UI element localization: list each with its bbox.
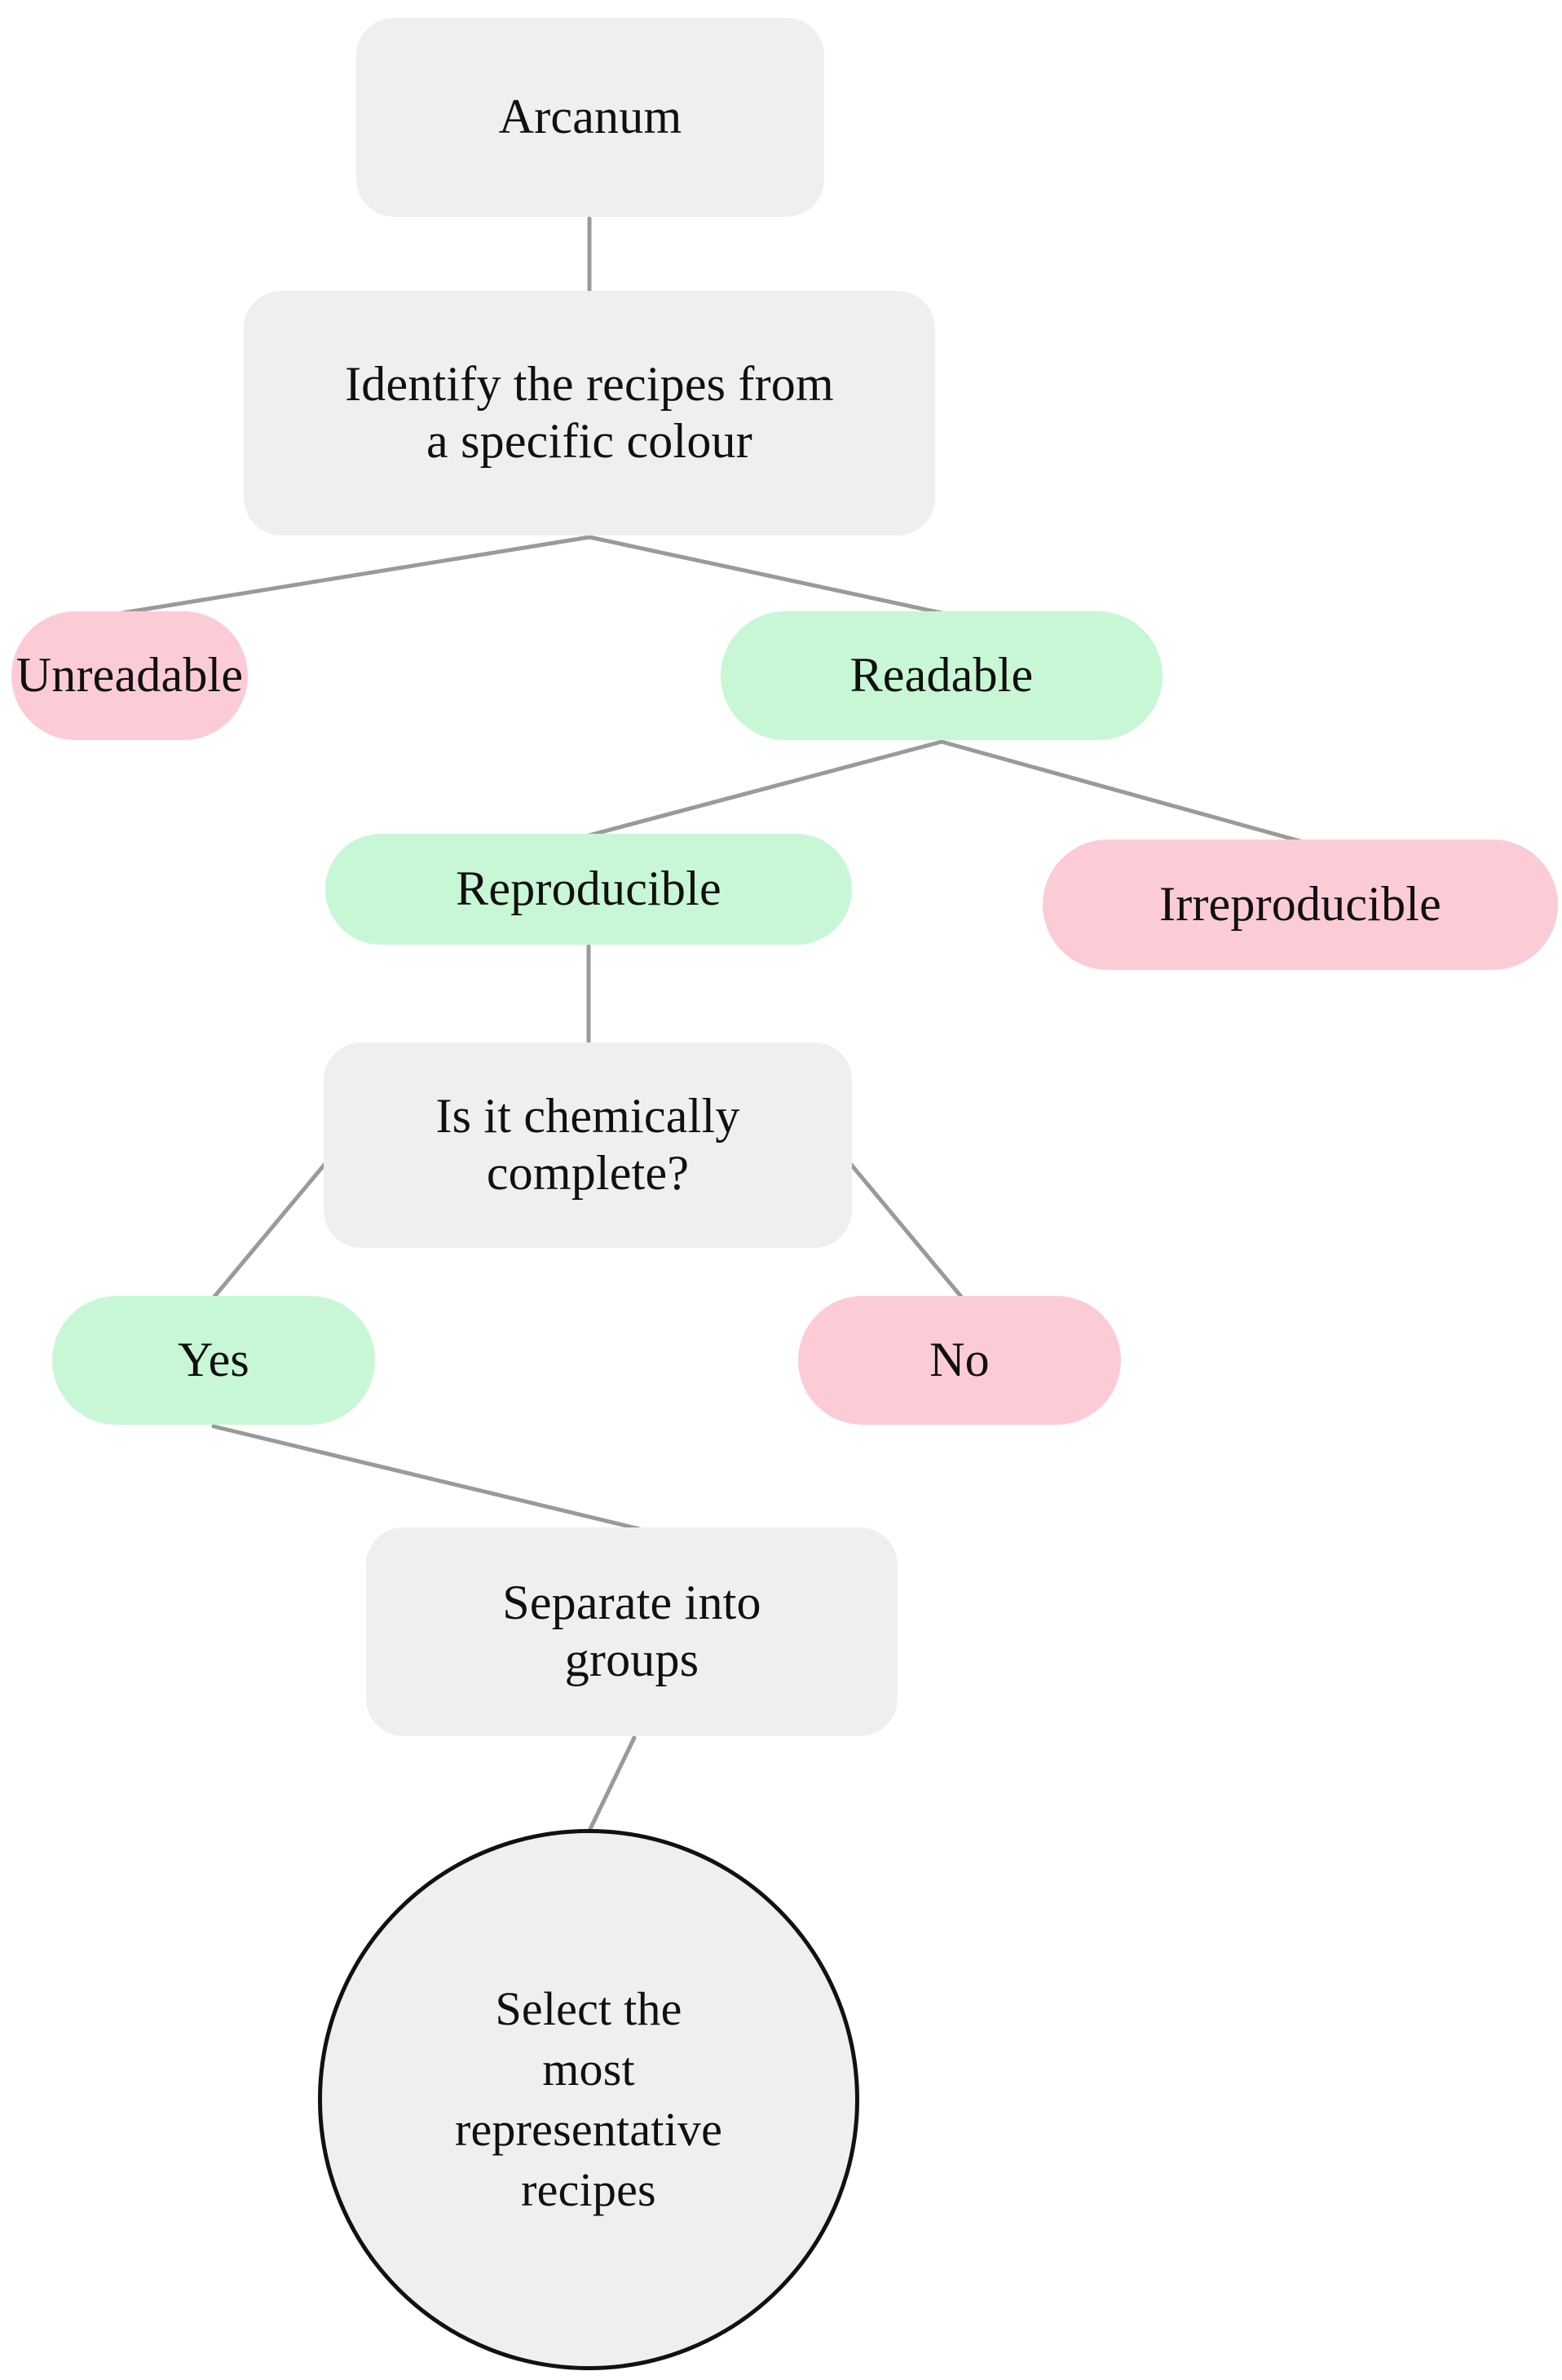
- edge-identify-to-unreadable: [120, 535, 592, 615]
- node-unreadable[interactable]: Unreadable: [11, 611, 248, 740]
- node-irreproducible[interactable]: Irreproducible: [1043, 840, 1558, 970]
- node-select-most-representative-recipes[interactable]: Select the most representative recipes: [318, 1829, 859, 2370]
- edge-readable-to-irreproducible: [939, 739, 1303, 844]
- node-separate-into-groups[interactable]: Separate into groups: [366, 1527, 898, 1736]
- edge-chemically-to-yes: [211, 1148, 338, 1300]
- node-is-chemically-complete[interactable]: Is it chemically complete?: [324, 1042, 852, 1248]
- node-readable[interactable]: Readable: [721, 611, 1163, 740]
- edge-identify-to-readable: [587, 535, 944, 615]
- node-reproducible[interactable]: Reproducible: [325, 834, 852, 945]
- edge-chemically-to-no: [837, 1148, 964, 1300]
- node-yes[interactable]: Yes: [52, 1296, 375, 1425]
- edge-readable-to-reproducible: [586, 739, 944, 838]
- edge-yes-to-separate: [211, 1424, 642, 1532]
- node-no[interactable]: No: [798, 1296, 1121, 1425]
- node-identify-recipes[interactable]: Identify the recipes from a specific col…: [244, 291, 935, 536]
- edge-separate-to-select: [586, 1735, 637, 1835]
- node-arcanum[interactable]: Arcanum: [356, 18, 824, 217]
